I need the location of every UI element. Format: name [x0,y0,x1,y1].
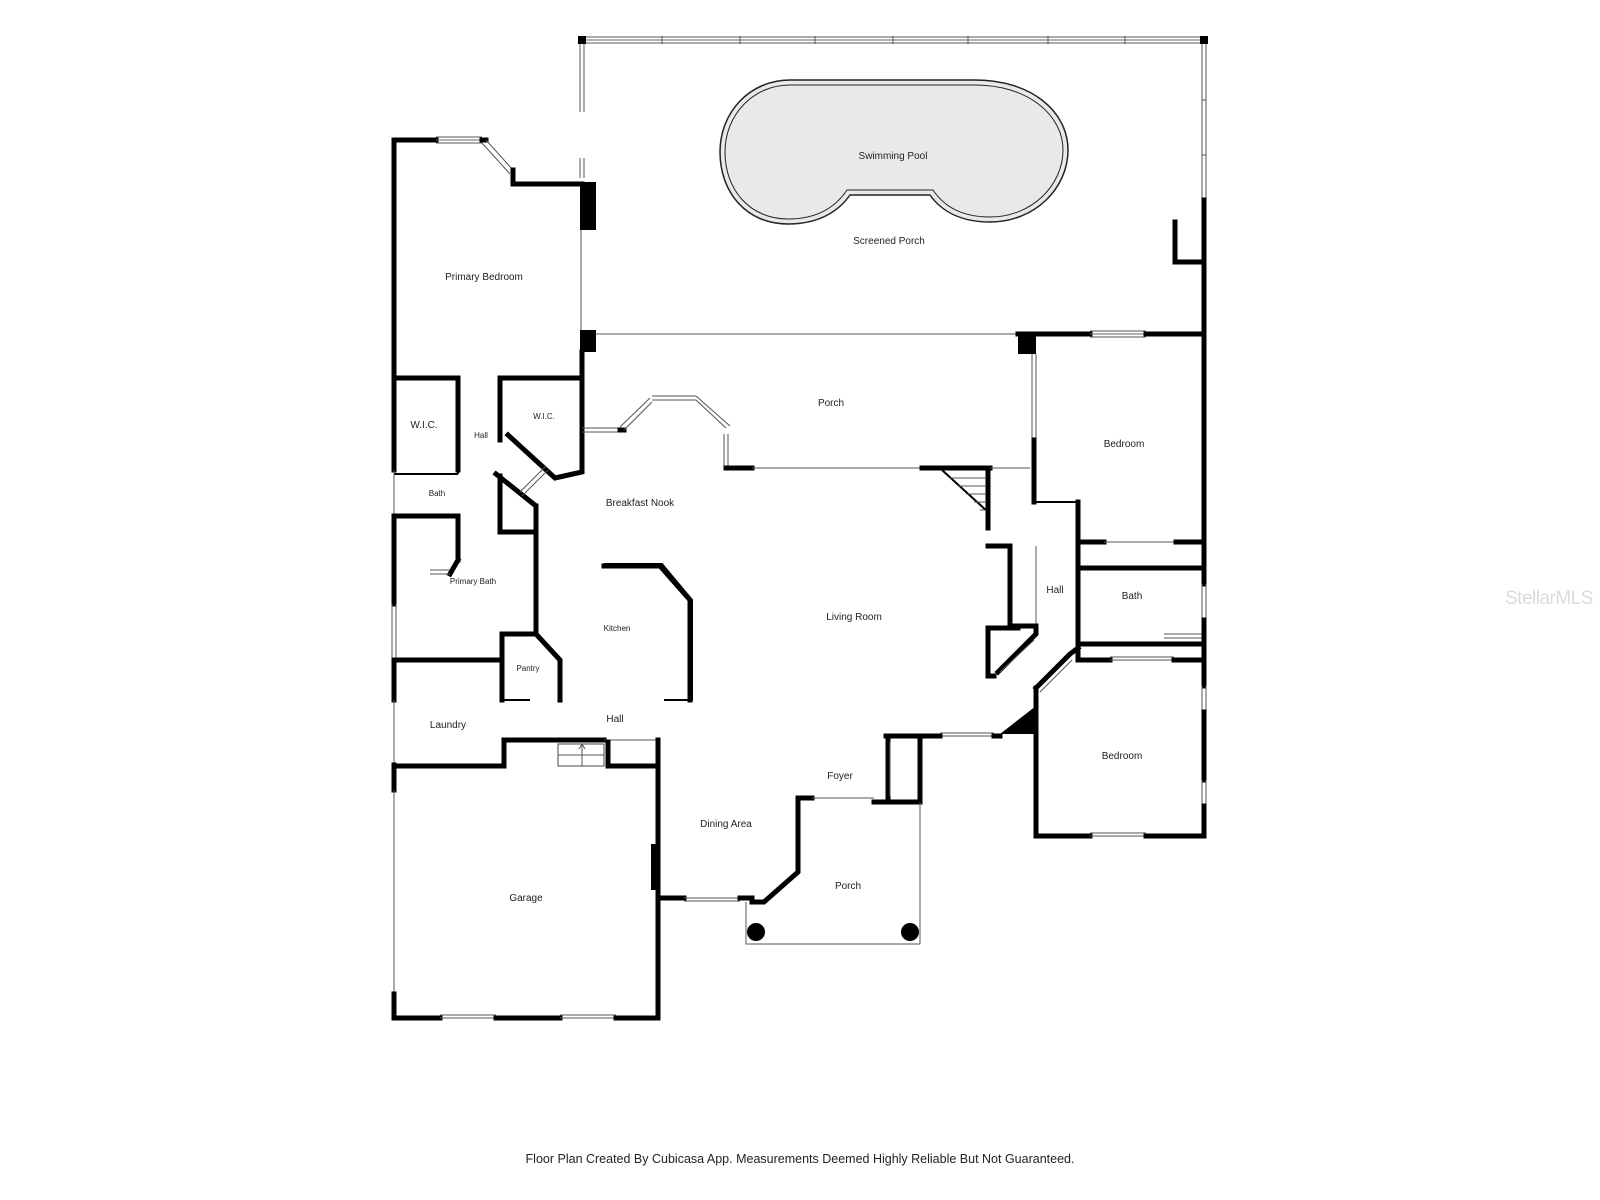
screened-porch-enclosure [578,36,1208,341]
room-label-hall-center: Hall [606,714,623,725]
front-walls [651,732,1003,945]
room-label-living-room: Living Room [826,612,882,623]
room-label-hall-primary: Hall [474,431,488,440]
room-label-primary-bedroom: Primary Bedroom [445,272,523,283]
room-label-bedroom-1: Bedroom [1104,439,1145,450]
swimming-pool [719,79,1069,225]
room-label-foyer: Foyer [827,771,853,782]
room-label-wic-1: W.I.C. [410,420,437,431]
garage-walls [391,743,661,1021]
room-label-porch-rear: Porch [818,398,844,409]
primary-bedroom-walls [391,136,596,473]
room-label-swimming-pool: Swimming Pool [859,151,928,162]
rear-porch-walls [579,349,1030,531]
room-label-breakfast-nook: Breakfast Nook [606,498,675,509]
right-wing-walls [985,330,1207,839]
room-label-hall-right: Hall [1046,585,1063,596]
room-label-dining-area: Dining Area [700,819,752,830]
room-label-screened-porch: Screened Porch [853,236,925,247]
kitchen-counter [601,563,693,703]
room-label-garage: Garage [509,893,543,904]
room-label-porch-front: Porch [835,881,861,892]
room-label-bedroom-2: Bedroom [1102,751,1143,762]
primary-suite-interior-walls [391,349,661,769]
room-label-bath-right: Bath [1122,591,1143,602]
footer-disclaimer: Floor Plan Created By Cubicasa App. Meas… [525,1152,1075,1166]
watermark: StellarMLS [1505,588,1593,609]
door-swings [519,465,549,497]
room-label-pantry: Pantry [516,664,539,673]
room-label-kitchen: Kitchen [604,624,631,633]
room-label-wic-2: W.I.C. [533,412,555,421]
room-label-primary-bath: Primary Bath [450,577,496,586]
room-label-laundry: Laundry [430,720,466,731]
room-label-bath-small: Bath [429,489,445,498]
